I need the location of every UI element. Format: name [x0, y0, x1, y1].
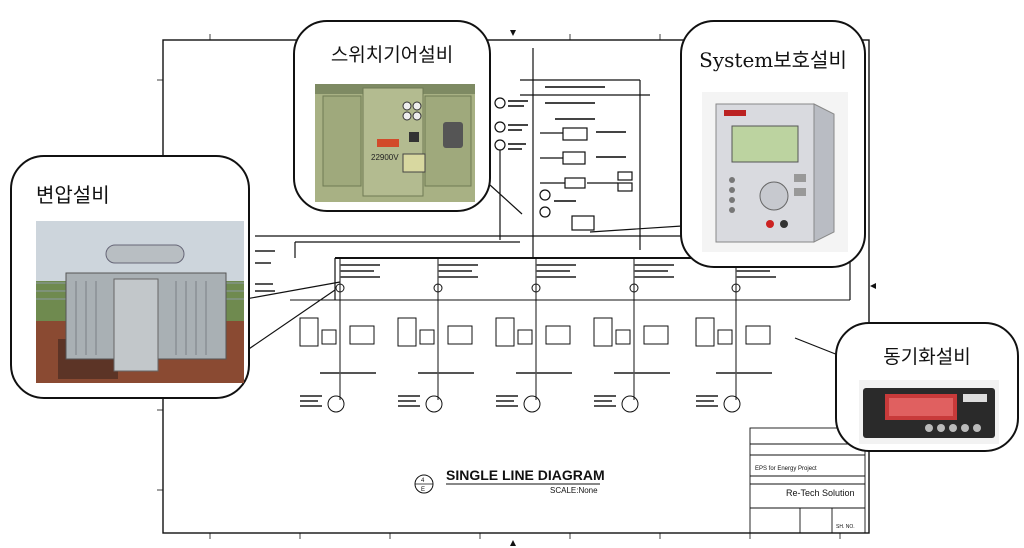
- synchronizer-photo: [859, 380, 999, 444]
- detail-ref-bottom: E: [421, 487, 425, 493]
- switchgear-title: 스위치기어설비: [330, 44, 454, 66]
- switchgear-callout: 스위치기어설비 22900V: [293, 20, 491, 212]
- diagram-title: SINGLE LINE DIAGRAM: [446, 467, 605, 483]
- synchronizer-title: 동기화설비: [883, 346, 971, 368]
- detail-ref-top: 4: [421, 478, 425, 484]
- company-name: Re-Tech Solution: [786, 488, 855, 498]
- transformer-title: 변압설비: [36, 183, 110, 207]
- transformer-callout: 변압설비: [10, 155, 250, 399]
- diagram-scale: SCALE:None: [550, 486, 598, 495]
- protection-title: System보호설비: [699, 48, 847, 72]
- protection-relay-photo: [702, 92, 848, 252]
- voltage-label: 22900V: [371, 153, 399, 162]
- transformer-photo: [36, 221, 244, 383]
- synchronizer-callout: 동기화설비: [835, 322, 1019, 452]
- switchgear-photo: 22900V: [315, 84, 475, 202]
- protection-callout: System보호설비: [680, 20, 866, 268]
- sheet-number-label: SH. NO.: [836, 524, 855, 530]
- project-name: EPS for Energy Project: [755, 466, 817, 472]
